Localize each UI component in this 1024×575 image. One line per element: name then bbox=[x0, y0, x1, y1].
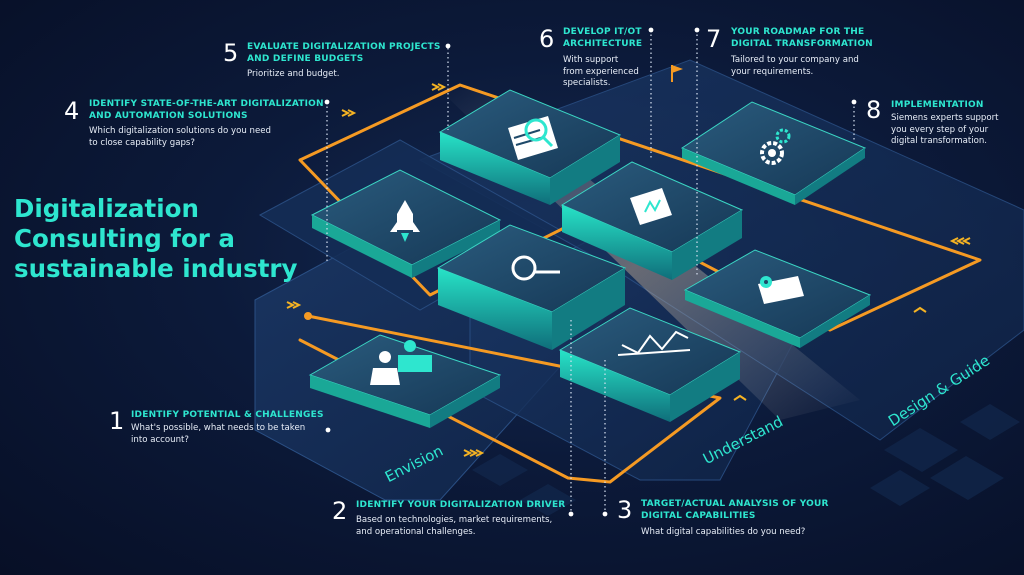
step-description-line: into account? bbox=[131, 434, 189, 445]
step-heading: IDENTIFY POTENTIAL & CHALLENGES bbox=[131, 409, 324, 421]
step-heading-line: DIGITAL CAPABILITIES bbox=[641, 511, 756, 521]
step-description-line: Which digitalization solutions do you ne… bbox=[89, 126, 271, 136]
tile-center bbox=[436, 224, 627, 350]
step-number: 1 bbox=[109, 407, 125, 435]
step-description: What's possible, what needs to be taken … bbox=[131, 423, 305, 446]
line-chart-icon bbox=[617, 330, 691, 356]
step-description-line: Based on technologies, market requiremen… bbox=[356, 515, 553, 525]
step-description: Based on technologies, market requiremen… bbox=[356, 515, 552, 538]
people-icon bbox=[370, 340, 432, 385]
document-search-icon bbox=[508, 116, 558, 160]
step-number: 7 bbox=[706, 25, 722, 53]
step-heading-line: IDENTIFY YOUR DIGITALIZATION DRIVER bbox=[356, 500, 566, 510]
step-description-line: and operational challenges. bbox=[356, 526, 476, 537]
tile-envision bbox=[308, 334, 502, 428]
step-description-line: Siemens experts support bbox=[891, 113, 999, 123]
step-heading: IMPLEMENTATION bbox=[891, 99, 984, 111]
step-description-line: What digital capabilities do you need? bbox=[641, 527, 806, 537]
magnifier-icon bbox=[511, 255, 560, 281]
step-heading-line: DEVELOP IT/OT bbox=[563, 27, 642, 37]
step-heading: YOUR ROADMAP FOR THE DIGITAL TRANSFORMAT… bbox=[731, 26, 873, 50]
main-title: Digitalization Consulting for a sustaina… bbox=[14, 194, 334, 284]
leader-dots bbox=[324, 27, 857, 517]
step-description-line: to close capability gaps? bbox=[89, 137, 195, 148]
gears-icon bbox=[760, 128, 791, 165]
step-description: Tailored to your company and your requir… bbox=[731, 55, 859, 78]
rocket-icon bbox=[390, 200, 420, 242]
step-heading-line: AND AUTOMATION SOLUTIONS bbox=[89, 111, 248, 121]
title-line-1: Digitalization bbox=[14, 194, 199, 223]
step-heading-line: IDENTIFY POTENTIAL & CHALLENGES bbox=[131, 410, 324, 420]
step-description-line: What's possible, what needs to be taken bbox=[131, 423, 306, 433]
step-heading: DEVELOP IT/OT ARCHITECTURE bbox=[563, 26, 642, 50]
step-description: Siemens experts support you every step o… bbox=[891, 113, 999, 148]
step-description-line: Prioritize and budget. bbox=[247, 69, 340, 79]
step-heading-line: EVALUATE DIGITALIZATION PROJECTS bbox=[247, 42, 441, 52]
step-description: Which digitalization solutions do you ne… bbox=[89, 126, 271, 149]
step-number: 2 bbox=[332, 497, 348, 525]
map-pin-icon bbox=[758, 276, 804, 304]
step-heading-line: ARCHITECTURE bbox=[563, 39, 643, 49]
step-number: 3 bbox=[617, 496, 633, 524]
path-start-dot bbox=[304, 312, 312, 320]
step-description: Prioritize and budget. bbox=[247, 69, 340, 81]
step-heading: EVALUATE DIGITALIZATION PROJECTS AND DEF… bbox=[247, 41, 441, 65]
step-description-line: your requirements. bbox=[731, 66, 814, 77]
step-heading-line: DIGITAL TRANSFORMATION bbox=[731, 39, 873, 49]
step-description-line: digital transformation. bbox=[891, 136, 988, 146]
step-description: With support from experienced specialist… bbox=[563, 55, 639, 90]
step-heading: TARGET/ACTUAL ANALYSIS OF YOUR DIGITAL C… bbox=[641, 498, 829, 522]
step-heading-line: IDENTIFY STATE-OF-THE-ART DIGITALIZATION bbox=[89, 99, 324, 109]
leader-lines bbox=[326, 30, 855, 512]
step-heading: IDENTIFY STATE-OF-THE-ART DIGITALIZATION… bbox=[89, 98, 324, 122]
background-tiles bbox=[472, 404, 1020, 516]
step-description-line: Tailored to your company and bbox=[731, 55, 859, 65]
title-line-2: Consulting for a bbox=[14, 224, 235, 253]
tile-chart bbox=[558, 307, 742, 422]
tile-gear bbox=[680, 101, 867, 205]
step-heading-line: YOUR ROADMAP FOR THE bbox=[731, 27, 865, 37]
step-description-line: you every step of your bbox=[891, 124, 989, 135]
step-description-line: specialists. bbox=[563, 78, 611, 88]
step-heading-line: IMPLEMENTATION bbox=[891, 100, 984, 110]
step-heading: IDENTIFY YOUR DIGITALIZATION DRIVER bbox=[356, 499, 565, 511]
step-number: 5 bbox=[223, 39, 239, 67]
step-heading-line: TARGET/ACTUAL ANALYSIS OF YOUR bbox=[641, 499, 829, 509]
step-number: 6 bbox=[539, 25, 555, 53]
step-description: What digital capabilities do you need? bbox=[641, 527, 805, 539]
step-description-line: With support bbox=[563, 55, 619, 65]
step-description-line: from experienced bbox=[563, 66, 639, 77]
flag-icon bbox=[671, 65, 683, 82]
path-chevrons bbox=[286, 83, 971, 457]
blueprint-icon bbox=[630, 188, 672, 225]
title-line-3: sustainable industry bbox=[14, 254, 298, 283]
step-number: 8 bbox=[866, 96, 882, 124]
step-heading-line: AND DEFINE BUDGETS bbox=[247, 54, 364, 64]
step-number: 4 bbox=[64, 97, 80, 125]
